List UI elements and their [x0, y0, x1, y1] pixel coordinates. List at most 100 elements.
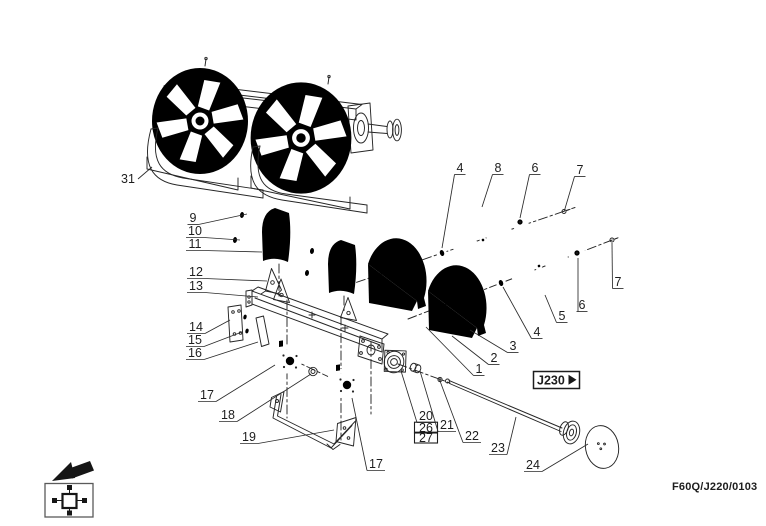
- leader-line-4a: [441, 174, 455, 249]
- part-label-2: 2: [491, 351, 498, 365]
- part-label-23: 23: [491, 441, 505, 455]
- gearbox-right-drawing: [328, 364, 358, 400]
- leader-line-23: [506, 416, 517, 455]
- mounting-brackets-drawing: [227, 208, 357, 347]
- leader-line-12: [204, 278, 268, 282]
- machine-locator[interactable]: [44, 461, 94, 518]
- paddle-fans-drawing: [442, 200, 619, 304]
- part-label-20: 20: [419, 409, 433, 423]
- leader-line-13: [204, 292, 259, 298]
- part-label-1: 1: [476, 362, 483, 376]
- leader-line-3: [469, 329, 508, 353]
- leader-line-16: [203, 341, 259, 360]
- part-label-4b: 4: [534, 325, 541, 339]
- ref-arrow-icon: [568, 374, 577, 385]
- leader-line-18: [236, 373, 312, 422]
- bolt-7-lower-drawing: [609, 237, 619, 243]
- part-label-6a: 6: [532, 161, 539, 175]
- part-label-18: 18: [221, 408, 235, 422]
- down-left-arrow-shaft: [65, 461, 94, 479]
- part-label-21: 21: [440, 418, 454, 432]
- leader-line-4b: [502, 286, 532, 339]
- locator-position-icon: [52, 485, 87, 516]
- assembled-twin-fan-unit-drawing: [146, 56, 402, 214]
- label-box-27: [413, 431, 439, 444]
- stand-frame-drawing: [269, 391, 357, 450]
- volute-right-drawing: [428, 265, 487, 338]
- part-label-3: 3: [510, 339, 517, 353]
- bracket-plate-right-drawing: [328, 240, 357, 294]
- gearboxes-drawing: [271, 340, 358, 400]
- leader-line-11: [203, 250, 263, 253]
- ref-box-j230[interactable]: J230: [532, 370, 581, 390]
- part-label-7a: 7: [577, 163, 584, 177]
- fender-shrouds-drawing: [146, 127, 368, 214]
- part-label-9: 9: [190, 211, 197, 225]
- driveline-drawing: [383, 349, 620, 469]
- leader-line-7b: [611, 242, 613, 289]
- part-label-24: 24: [526, 458, 540, 472]
- washer-4-bottom-drawing: [494, 274, 508, 292]
- leader-line-31: [137, 166, 153, 180]
- leader-line-6a: [519, 174, 530, 219]
- frame-beam-drawing: [245, 277, 389, 365]
- ref-box-label: J230: [537, 374, 565, 388]
- pto-shaft-drawing: [445, 378, 581, 445]
- leader-line-8: [481, 174, 493, 208]
- label-box-26: [413, 421, 439, 434]
- leader-line-17a: [215, 364, 276, 402]
- bushing-drawing: [409, 362, 422, 374]
- part-label-17a: 17: [200, 388, 214, 402]
- leader-line-22: [439, 380, 464, 443]
- leader-line-21: [419, 370, 439, 432]
- disc-drawing: [584, 425, 620, 469]
- leader-line-2: [451, 335, 489, 365]
- fan-wheel-left-drawing: [152, 68, 248, 174]
- part-label-19: 19: [242, 430, 256, 444]
- washer-18-drawing: [308, 366, 318, 377]
- part-label-5: 5: [559, 309, 566, 323]
- part-label-16: 16: [188, 346, 202, 360]
- leader-line-14: [204, 319, 231, 334]
- leader-line-15: [203, 331, 243, 347]
- part-label-12: 12: [189, 265, 203, 279]
- part-label-13: 13: [189, 279, 203, 293]
- leader-line-1: [425, 326, 474, 376]
- leader-line-7a: [563, 176, 575, 213]
- leader-line-19: [257, 429, 335, 444]
- part-label-6b: 6: [579, 298, 586, 312]
- part-label-10: 10: [188, 224, 202, 238]
- gearbox-left-drawing: [271, 340, 301, 376]
- leader-line-5: [544, 294, 557, 323]
- paddle-fan-lower-drawing: [501, 228, 577, 304]
- part-label-27: 27: [419, 431, 433, 445]
- part-label-26: 26: [419, 421, 433, 435]
- down-left-arrow-icon: [52, 462, 75, 481]
- leader-line-20: [400, 370, 418, 423]
- part-label-31: 31: [121, 172, 135, 186]
- bearing-housing-drawing: [383, 349, 407, 374]
- volute-left-drawing: [368, 238, 427, 311]
- spacer-strip-drawing: [255, 315, 270, 347]
- part-label-11: 11: [189, 237, 202, 251]
- leader-line-17b: [351, 397, 368, 471]
- bolt-7-upper-drawing: [561, 208, 571, 214]
- bolt-22-drawing: [437, 376, 443, 383]
- hub-nut-lower-drawing: [567, 244, 587, 262]
- part-label-8: 8: [495, 161, 502, 175]
- bracket-plate-left-drawing: [262, 208, 291, 262]
- leader-line-24: [541, 443, 589, 472]
- part-label-22: 22: [465, 429, 479, 443]
- part-label-7b: 7: [615, 275, 622, 289]
- part-labels-layer: 3191011121314151617181917202627212223241…: [121, 161, 624, 472]
- part-label-17b: 17: [369, 457, 383, 471]
- part-label-14: 14: [189, 320, 203, 334]
- fan-wheel-right-drawing: [250, 82, 352, 194]
- leader-line-10: [203, 237, 241, 241]
- part-label-4a: 4: [457, 161, 464, 175]
- drawing-code: F60Q/J220/0103: [672, 481, 757, 493]
- beam-end-plate-drawing: [357, 335, 385, 365]
- leader-line-9: [198, 213, 248, 225]
